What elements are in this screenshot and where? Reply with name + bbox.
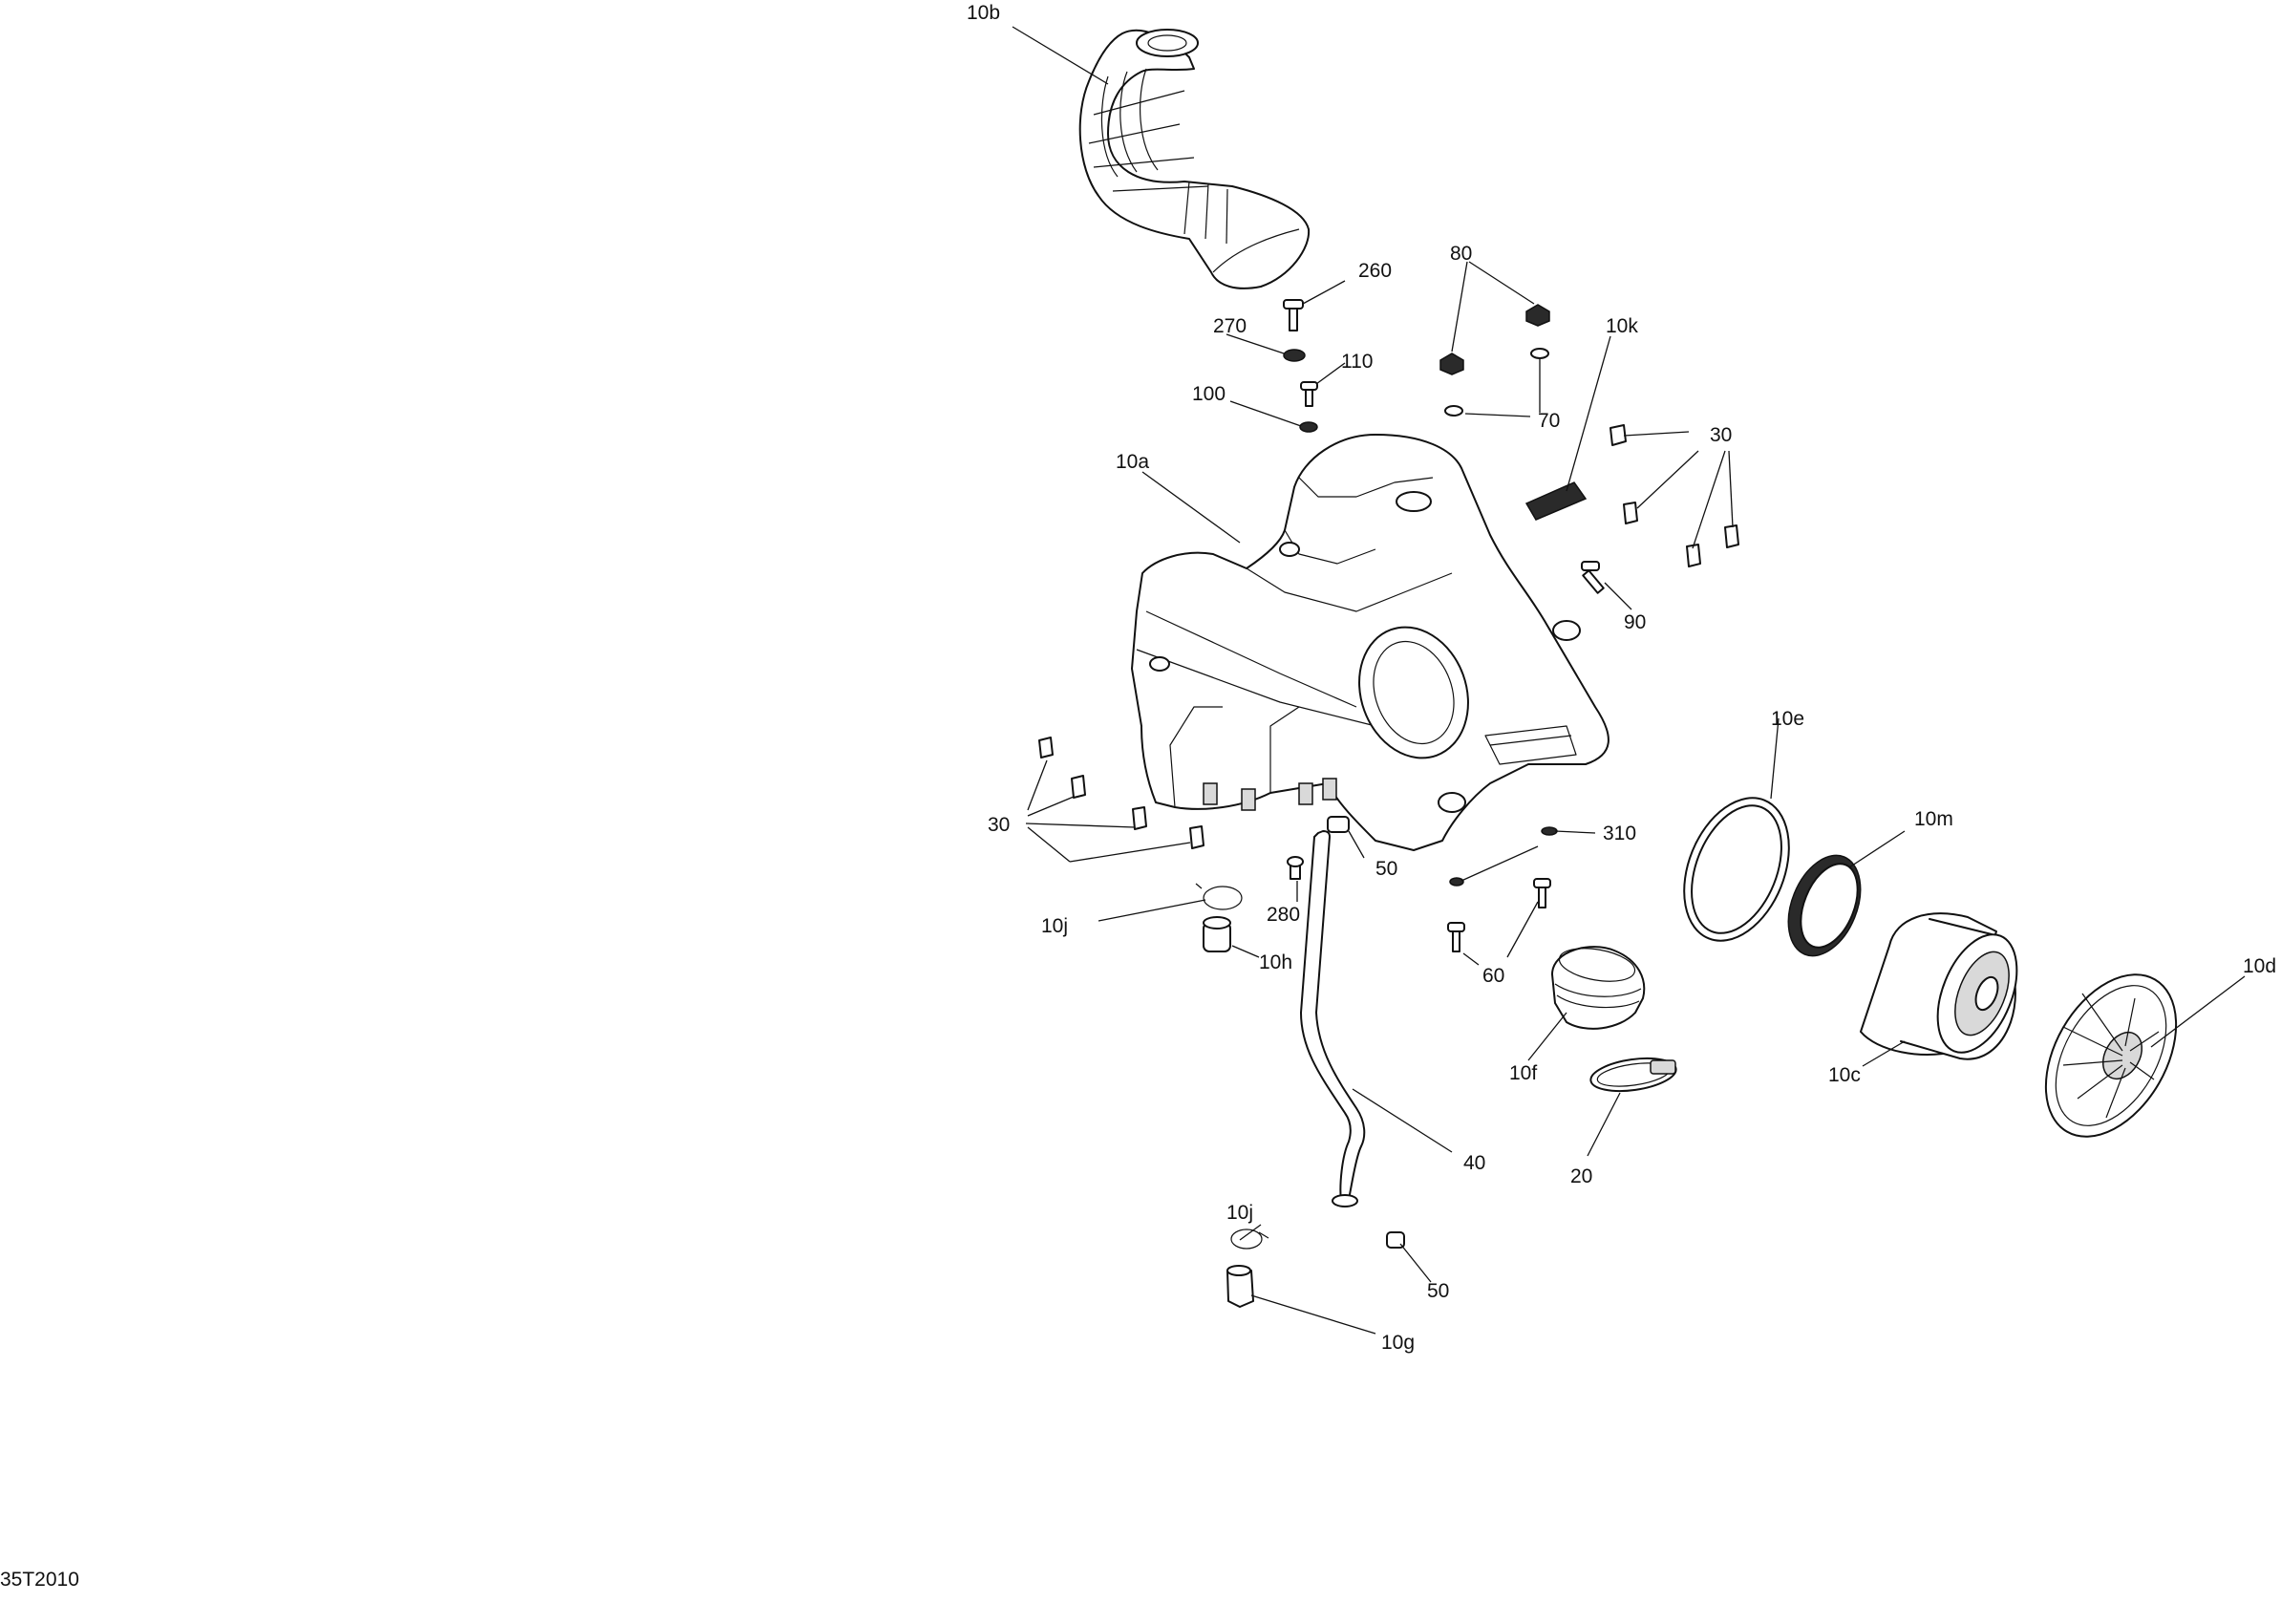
part-60-bolt-right: [1533, 878, 1551, 908]
part-40-drain-hose: [1300, 830, 1366, 1207]
part-270-washer: [1283, 349, 1306, 362]
part-30-clip-left-4: [1189, 825, 1204, 849]
part-10e-o-ring: [1683, 797, 1790, 942]
part-10c-air-filter: [1860, 912, 2018, 1060]
callout-70: 70: [1538, 410, 1560, 432]
part-10j-clamp-lower: [1230, 1229, 1269, 1250]
callout-270: 270: [1213, 315, 1247, 337]
callout-10j-upper: 10j: [1041, 915, 1068, 937]
part-30-clip-top-1: [1609, 424, 1627, 446]
callout-110: 110: [1341, 351, 1373, 373]
part-50-clamp-lower: [1386, 1231, 1405, 1249]
part-10h-sleeve: [1203, 916, 1231, 952]
part-10f-adapter-boot: [1551, 946, 1646, 1030]
callout-60: 60: [1482, 965, 1504, 987]
part-310-washer: [1541, 826, 1558, 836]
part-310-nut: [1449, 877, 1464, 887]
callout-10j-lower: 10j: [1226, 1202, 1253, 1224]
part-280-plug: [1287, 856, 1304, 880]
callout-280: 280: [1267, 904, 1300, 926]
callout-50-upper: 50: [1375, 858, 1397, 880]
part-30-clip-left-2: [1071, 775, 1086, 799]
callout-90: 90: [1624, 611, 1646, 633]
callout-10f: 10f: [1509, 1062, 1537, 1084]
part-70-washer-bottom: [1444, 405, 1463, 417]
callout-10g: 10g: [1381, 1332, 1415, 1354]
callout-310: 310: [1603, 823, 1636, 844]
callout-30-left: 30: [988, 814, 1010, 836]
part-20-hose-clamp: [1589, 1057, 1677, 1093]
part-10d-filter-cover: [2044, 973, 2178, 1138]
part-110-screw: [1300, 381, 1318, 407]
part-10k-label: [1524, 481, 1588, 521]
callout-10h: 10h: [1259, 951, 1292, 973]
part-10b-intake-duct: [1078, 29, 1311, 289]
drawing-number: 35T2010: [0, 1569, 79, 1591]
callout-80: 80: [1450, 243, 1472, 265]
part-70-washer-top: [1530, 348, 1549, 359]
callout-40: 40: [1463, 1152, 1485, 1174]
part-60-bolt-left: [1447, 922, 1465, 952]
part-10m-seal-ring: [1787, 854, 1862, 957]
callout-10c: 10c: [1828, 1064, 1861, 1086]
callout-10k: 10k: [1606, 315, 1638, 337]
part-10g-sleeve: [1226, 1265, 1254, 1308]
part-30-clip-top-3: [1686, 544, 1701, 567]
part-260-screw: [1283, 299, 1304, 331]
callout-10b: 10b: [967, 2, 1000, 24]
callout-260: 260: [1358, 260, 1392, 282]
callout-20: 20: [1570, 1165, 1592, 1187]
callout-50-lower: 50: [1427, 1280, 1449, 1302]
callout-10d: 10d: [2243, 955, 2276, 977]
part-90-screw: [1581, 561, 1605, 594]
callout-labels: 10b 260 80 270 110 10k 100 70 30 10a 90 …: [0, 2, 2276, 1591]
callout-10m: 10m: [1914, 808, 1953, 830]
part-10a-airbox-housing: [1131, 434, 1609, 851]
part-100-washer: [1299, 421, 1318, 433]
part-30-clip-top-2: [1623, 502, 1638, 524]
callout-10a: 10a: [1116, 451, 1149, 473]
callout-30-top: 30: [1710, 424, 1732, 446]
part-80-nut-right: [1525, 304, 1550, 327]
part-30-clip-top-4: [1724, 524, 1739, 548]
callout-10e: 10e: [1771, 708, 1804, 730]
part-10j-clamp-upper: [1195, 883, 1243, 910]
part-30-clip-left-3: [1132, 806, 1147, 830]
leader-lines: [1012, 26, 2246, 1335]
part-50-clamp-upper: [1327, 816, 1350, 833]
part-30-clip-left-1: [1038, 737, 1054, 759]
part-80-nut-left: [1439, 353, 1464, 375]
callout-100: 100: [1192, 383, 1226, 405]
